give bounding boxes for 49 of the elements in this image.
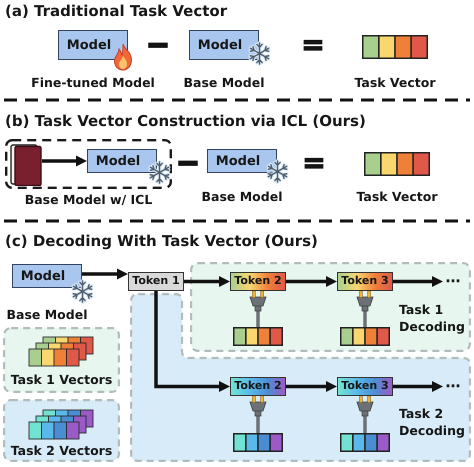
node-caption: Fine-tuned Model xyxy=(31,75,155,90)
panel-heading: (c) Decoding With Task Vector (Ours) xyxy=(5,234,318,249)
node-caption: Base Model xyxy=(6,307,88,322)
decoding-region-panel xyxy=(130,293,471,462)
node-caption: Base Model xyxy=(184,75,264,90)
model-label: Model xyxy=(20,268,66,284)
arrow xyxy=(82,268,128,280)
model-label: Model xyxy=(96,154,140,168)
equals-sign: = xyxy=(302,149,326,177)
panel-heading: (b) Task Vector Construction via ICL (Ours) xyxy=(5,114,366,129)
node-caption: Task Vector xyxy=(356,189,438,204)
continuation-dots: ⋯ xyxy=(443,377,463,396)
token-box: Token 3 xyxy=(337,377,393,396)
token-box: Token 2 xyxy=(230,272,286,291)
arrow xyxy=(42,156,87,166)
elbow-arrow xyxy=(154,291,230,392)
group-caption: Base Model w/ ICL xyxy=(24,191,152,208)
vector-group-panel xyxy=(3,399,120,462)
minus-sign: − xyxy=(146,31,170,59)
task-vector-bar xyxy=(233,433,283,452)
task-vector-bar xyxy=(362,35,428,59)
task-vector-bar xyxy=(340,327,390,346)
model-label: Model xyxy=(66,38,112,52)
node-caption: Task Vector xyxy=(354,75,436,90)
task-vector-bar xyxy=(340,433,390,452)
group-caption: Task 1 Decoding xyxy=(399,301,466,335)
arrow xyxy=(286,381,337,392)
continuation-dots: ⋯ xyxy=(443,272,463,291)
node-caption: Base Model xyxy=(202,189,282,204)
arrow xyxy=(184,276,230,287)
group-caption: Task 2 Decoding xyxy=(399,405,466,439)
equals-sign: = xyxy=(301,31,325,59)
token-box: Token 1 xyxy=(128,272,184,291)
model-label: Model xyxy=(216,154,260,168)
arrow xyxy=(286,276,337,287)
task-vector-bar xyxy=(233,327,283,346)
token-box: Token 2 xyxy=(230,377,286,396)
panel-heading: (a) Traditional Task Vector xyxy=(5,4,228,19)
model-label: Model xyxy=(198,38,242,52)
minus-sign: − xyxy=(176,149,200,177)
book-icon xyxy=(10,144,42,186)
task-vector-bar xyxy=(364,152,430,176)
decoding-region-panel xyxy=(190,262,471,352)
group-caption: Task 1 Vectors xyxy=(10,371,112,388)
arrow xyxy=(393,276,443,287)
vector-group-panel xyxy=(3,327,120,393)
token-box: Token 3 xyxy=(337,272,393,291)
group-caption: Task 2 Vectors xyxy=(10,442,112,459)
arrow xyxy=(393,381,443,392)
